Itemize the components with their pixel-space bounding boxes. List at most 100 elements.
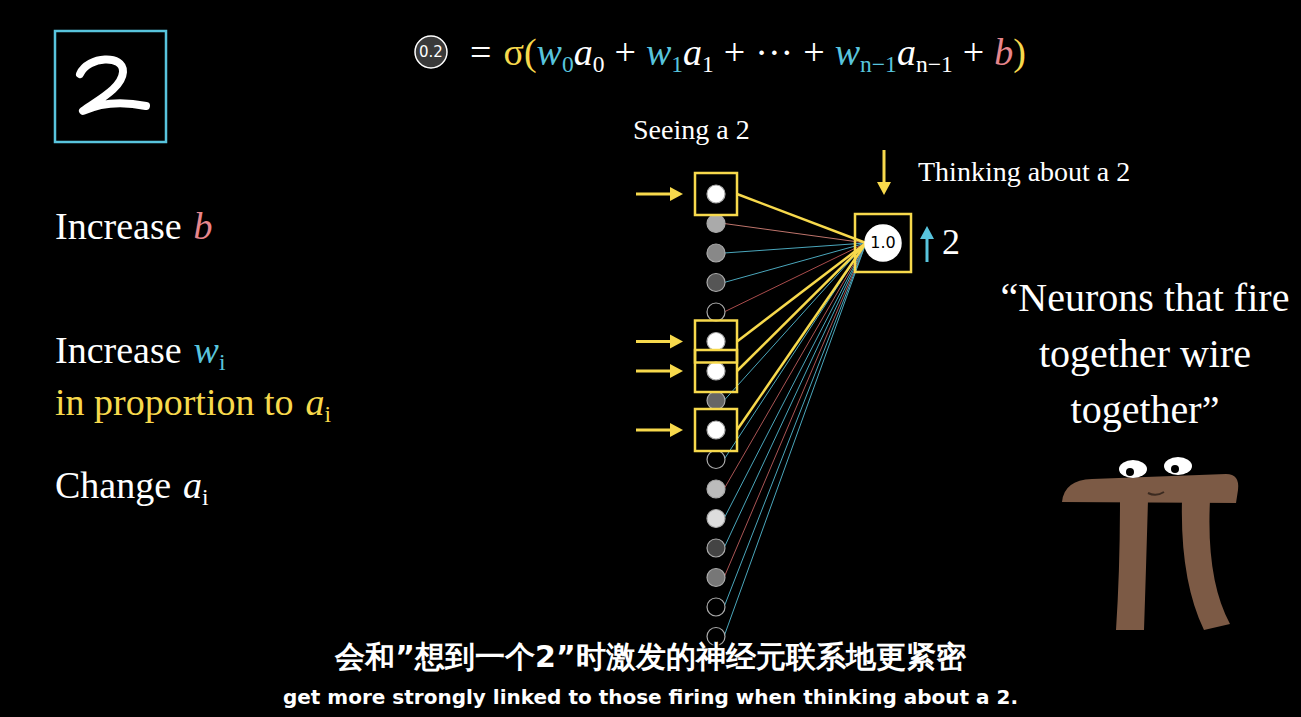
arrow-head (670, 423, 683, 437)
formula-term: w (646, 29, 671, 75)
label-text: Seeing a 2 (633, 113, 750, 147)
formula-term: w (537, 29, 562, 75)
subscript: n−1 (860, 41, 897, 87)
text-group: =σ(w0a0+w1a1+···+wn−1an−1+b) (470, 29, 1026, 87)
pi-creature (1062, 457, 1238, 630)
formula-term: + (615, 29, 636, 75)
text-group: Changeai (55, 462, 209, 520)
neuron (707, 598, 725, 616)
formula-term: + (724, 29, 745, 75)
label-text: “Neurons that fire together wire togethe… (1001, 275, 1290, 432)
text-group: Increasewi (55, 327, 225, 385)
neuron (707, 244, 725, 262)
active-weight-line (737, 243, 866, 430)
active-weight-line (737, 243, 866, 342)
neuron (707, 303, 725, 321)
weight-line (724, 243, 866, 607)
subscript: 0 (562, 41, 574, 87)
highlight-box (695, 350, 737, 392)
label-text: b (194, 203, 213, 249)
subscript: i (325, 391, 332, 437)
formula-term: a (574, 29, 593, 75)
label-text: a (306, 379, 325, 425)
pi-eye (1164, 457, 1192, 475)
increase-arrow (926, 236, 929, 262)
weight-line (724, 243, 866, 401)
weight-lines (724, 224, 866, 637)
active-weight-line (737, 194, 866, 243)
active-weight-line (737, 243, 866, 371)
label-text: Thinking about a 2 (918, 155, 1130, 189)
highlight-box (695, 173, 737, 215)
pi-eye (1119, 460, 1147, 478)
highlight-box (695, 409, 737, 451)
formula-term: b (994, 29, 1013, 75)
pi-pupil (1126, 468, 1134, 476)
arrow-shaft (636, 340, 672, 343)
formula-term: ) (1013, 29, 1026, 75)
subscript: 0 (593, 41, 605, 87)
arrow-shaft (636, 193, 672, 196)
neuron (707, 421, 725, 439)
weight-line (724, 243, 866, 489)
label-text: 会和”想到一个2”时激发的神经元联系地更紧密 (335, 639, 965, 675)
text-group: 2 (942, 221, 960, 264)
pi-leg (1182, 500, 1230, 630)
neuron (707, 569, 725, 587)
node-value: 0.2 (414, 43, 448, 62)
label-text: get more strongly linked to those firing… (283, 685, 1018, 709)
label-text: in proportion to (55, 379, 294, 425)
neuron (707, 333, 725, 351)
formula-term: + (803, 29, 824, 75)
image-frame (55, 31, 166, 142)
formula-term: σ( (503, 29, 536, 75)
neuron (707, 392, 725, 410)
neuron (707, 451, 725, 469)
neuron (707, 510, 725, 528)
input-arrows (636, 150, 891, 437)
weight-line (724, 243, 866, 548)
neuron (707, 215, 725, 233)
activation-bubble: 0.2 (414, 35, 448, 69)
output-neuron: 1.0 (864, 224, 902, 262)
input-neurons (707, 185, 725, 646)
text-group: in proportion to ai (55, 379, 331, 437)
neuron (707, 274, 725, 292)
pi-leg (1116, 500, 1148, 630)
arrow-shaft (636, 429, 672, 432)
subscript: n−1 (916, 41, 953, 87)
highlight-boxes (695, 173, 911, 451)
label-text: Change (55, 462, 171, 508)
formula-term: w (835, 29, 860, 75)
highlight-box (855, 214, 911, 272)
neuron (707, 362, 725, 380)
formula-term: ··· (755, 29, 793, 75)
text-group: Thinking about a 2 (918, 155, 1130, 189)
weight-line (724, 243, 866, 519)
text-group: get more strongly linked to those firing… (0, 685, 1301, 709)
label-text: w (194, 327, 219, 373)
neuron (707, 539, 725, 557)
handwritten-digit (80, 59, 146, 111)
formula-term: = (470, 29, 491, 75)
weight-line (724, 243, 866, 460)
text-group: 会和”想到一个2”时激发的神经元联系地更紧密 (0, 639, 1301, 675)
weight-line (724, 224, 866, 244)
increase-arrow-head (920, 226, 934, 239)
subscript: 1 (702, 41, 714, 87)
node-circle (415, 36, 447, 68)
pi-pupil (1171, 465, 1179, 473)
neuron (707, 480, 725, 498)
highlight-box (695, 321, 737, 363)
pi-body (1062, 474, 1238, 503)
arrow-head (670, 364, 683, 378)
arrow-head (670, 187, 683, 201)
arrow-shaft (883, 150, 886, 184)
formula-term: + (963, 29, 984, 75)
label-text: a (183, 462, 202, 508)
text-group: Increase b (55, 203, 213, 249)
weight-line (724, 243, 866, 637)
label-text: Increase (55, 203, 182, 249)
pi-mouth (1148, 492, 1164, 495)
formula-term: a (683, 29, 702, 75)
